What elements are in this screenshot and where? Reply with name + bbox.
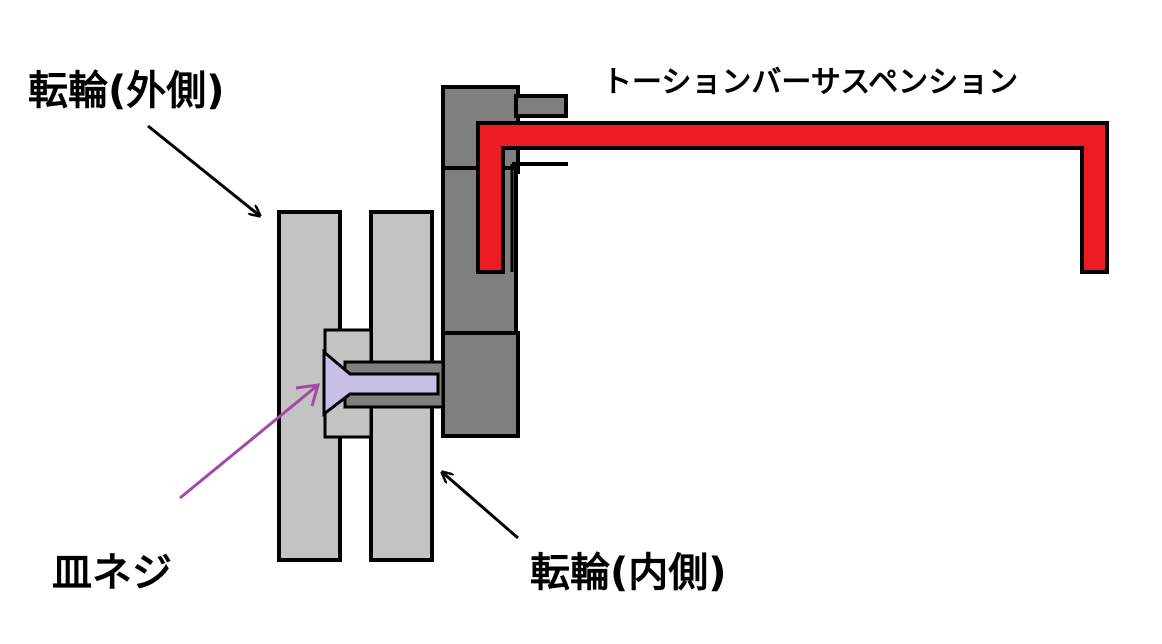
suspension-arm-hub [441, 331, 520, 438]
torsion-bar [476, 121, 1109, 274]
countersunk-screw [322, 348, 440, 418]
countersunk-screw-label: 皿ネジ [52, 550, 172, 596]
suspension-arm-top-tab [514, 94, 568, 118]
inner-wheel-arrow [442, 472, 519, 540]
torsion-bar-suspension-label: トーションバーサスペンション [602, 65, 1018, 100]
outer-wheel-arrow [147, 124, 260, 216]
inner-wheel-label: 転輪(内側) [530, 550, 727, 596]
outer-wheel-label: 転輪(外側) [28, 68, 225, 114]
screw-arrow [179, 383, 321, 500]
